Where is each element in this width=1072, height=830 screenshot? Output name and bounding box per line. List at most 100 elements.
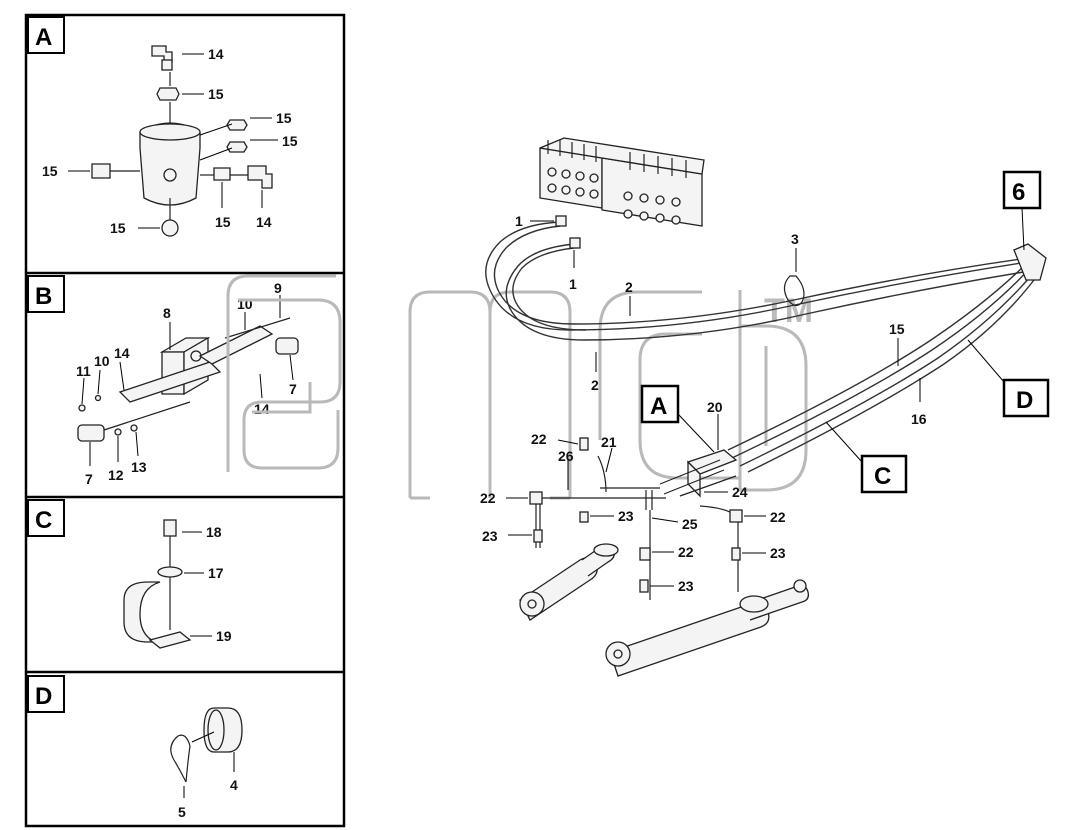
detail-panels bbox=[24, 13, 346, 828]
ref-box-c-label: C bbox=[874, 463, 891, 490]
ref-box-a bbox=[640, 384, 680, 424]
callout-label: 15 bbox=[889, 321, 905, 337]
callout-label: 23 bbox=[618, 508, 634, 524]
panel-b: B 9 10 8 14 11 10 7 14 7 12 bbox=[27, 275, 299, 487]
callout-label: 12 bbox=[108, 467, 124, 483]
callout-label: 15 bbox=[42, 163, 58, 179]
mounting-plate bbox=[198, 325, 274, 365]
hydraulic-cylinder bbox=[519, 543, 619, 621]
manifold-connector bbox=[1013, 243, 1047, 281]
callout-label: 14 bbox=[114, 345, 130, 361]
callout-label: 23 bbox=[770, 545, 786, 561]
callout-label: 2 bbox=[591, 377, 599, 393]
panel-a-letter-box bbox=[27, 16, 65, 54]
adapter-fitting bbox=[226, 119, 248, 131]
hose-clamp bbox=[783, 275, 805, 307]
hydraulic-cylinder bbox=[605, 579, 810, 677]
fitting bbox=[579, 511, 589, 523]
callout-label: 11 bbox=[76, 363, 91, 379]
callout-label: 22 bbox=[480, 490, 496, 506]
adapter-fitting bbox=[226, 141, 248, 153]
callout-label: 15 bbox=[208, 86, 224, 102]
callout-label: 22 bbox=[531, 431, 547, 447]
hose-clamp-block bbox=[123, 581, 161, 643]
fitting bbox=[639, 579, 649, 593]
callout-label: 2 bbox=[625, 279, 633, 295]
ref-box-6-label: 6 bbox=[1012, 179, 1025, 206]
callout-label: 17 bbox=[208, 565, 224, 581]
callout-label: 14 bbox=[208, 46, 224, 62]
fitting bbox=[533, 529, 543, 543]
callout-label: 22 bbox=[770, 509, 786, 525]
adapter-fitting bbox=[161, 219, 179, 237]
callout-label: 14 bbox=[256, 214, 272, 230]
callout-label: 1 bbox=[515, 213, 523, 229]
mounting-bracket bbox=[118, 361, 222, 403]
callout-label: 19 bbox=[216, 628, 232, 644]
panel-b-letter-box bbox=[27, 275, 65, 313]
valve-top bbox=[139, 123, 201, 141]
panel-c-letter-box bbox=[27, 499, 65, 537]
elbow-fitting bbox=[247, 165, 273, 189]
washer bbox=[94, 394, 102, 402]
callout-label: 23 bbox=[482, 528, 498, 544]
panel-c-letter: C bbox=[35, 507, 52, 534]
washer bbox=[114, 428, 122, 436]
panel-b-letter: B bbox=[35, 283, 52, 310]
callout-label: 5 bbox=[178, 804, 186, 820]
washer bbox=[157, 566, 183, 578]
callout-label: 13 bbox=[131, 459, 147, 475]
panel-d: D 4 5 bbox=[27, 675, 243, 820]
adapter-fitting bbox=[213, 167, 231, 181]
ref-box-d-label: D bbox=[1016, 387, 1033, 414]
nut bbox=[130, 424, 138, 432]
callout-label: 3 bbox=[791, 231, 799, 247]
callout-label: 9 bbox=[274, 280, 282, 296]
main-assembly: 1 1 2 2 3 15 16 20 21 22 26 22 23 23 24 … bbox=[480, 137, 1050, 677]
elbow-nut bbox=[161, 59, 173, 71]
bolt-rod bbox=[224, 317, 291, 339]
valve-port bbox=[163, 168, 177, 182]
adapter-fitting bbox=[91, 163, 111, 179]
callout-label: 16 bbox=[911, 411, 927, 427]
sleeve-opening bbox=[207, 709, 225, 751]
callout-label: 25 bbox=[682, 516, 698, 532]
callout-label: 21 bbox=[601, 434, 617, 450]
callout-label: 10 bbox=[94, 353, 110, 369]
callout-label: 24 bbox=[732, 484, 748, 500]
panel-a: A 14 15 15 15 15 15 bbox=[27, 16, 298, 237]
fitting bbox=[729, 509, 743, 523]
callout-label: 15 bbox=[282, 133, 298, 149]
adapter-fitting bbox=[156, 87, 180, 101]
control-valve-bank bbox=[539, 137, 705, 227]
callout-label: 23 bbox=[678, 578, 694, 594]
ref-box-c bbox=[860, 454, 908, 494]
callout-label: 20 bbox=[707, 399, 723, 415]
callout-label: 18 bbox=[206, 524, 222, 540]
ref-box-d bbox=[1002, 378, 1050, 418]
panel-d-letter-box bbox=[27, 675, 65, 713]
panel-d-letter: D bbox=[35, 683, 52, 710]
callout-label: 15 bbox=[276, 110, 292, 126]
fitting bbox=[731, 547, 741, 561]
fitting bbox=[639, 547, 651, 561]
bolt-head bbox=[163, 519, 177, 537]
callout-label: 22 bbox=[678, 544, 694, 560]
callout-label: 7 bbox=[85, 471, 93, 487]
callout-label: 15 bbox=[215, 214, 231, 230]
fitting bbox=[569, 237, 581, 249]
hose-end-fitting bbox=[77, 424, 105, 442]
base-plate bbox=[148, 631, 192, 649]
callout-label: 7 bbox=[289, 381, 297, 397]
nut bbox=[78, 404, 86, 412]
callout-label: 4 bbox=[230, 777, 238, 793]
hose-end-fitting bbox=[275, 337, 299, 355]
panel-a-letter: A bbox=[35, 24, 52, 51]
cable-tie bbox=[170, 734, 191, 783]
fitting bbox=[529, 491, 543, 505]
callout-label: 10 bbox=[237, 296, 253, 312]
callout-label: 1 bbox=[569, 276, 577, 292]
callout-label: 8 bbox=[163, 305, 171, 321]
callout-label: 15 bbox=[110, 220, 126, 236]
